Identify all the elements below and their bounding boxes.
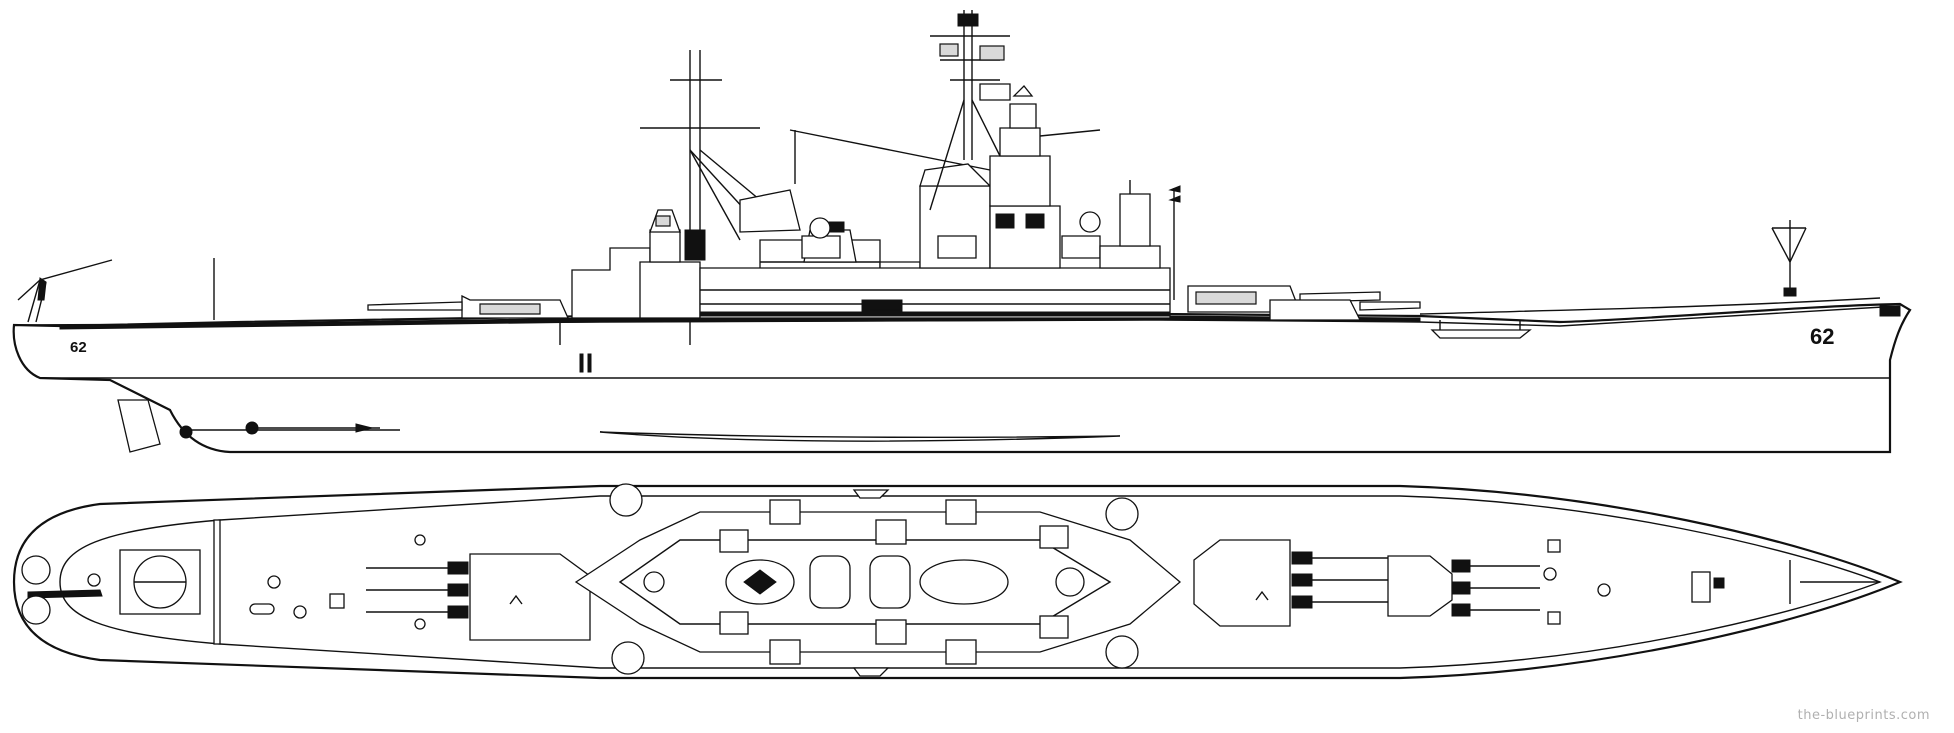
aft-main-turret-plan [366, 553, 591, 641]
gun-tub [609, 483, 643, 517]
gun-tub [611, 641, 645, 675]
deck-railing [1419, 297, 1881, 315]
bow-jackstaff [1771, 220, 1807, 297]
hull-number-stern: 62 [70, 339, 87, 356]
stern-appendages [117, 399, 400, 453]
forward-main-turret-2-plan [1193, 539, 1400, 627]
boat-support [1439, 320, 1521, 330]
stern-turntable [21, 519, 221, 645]
shaft-strut [355, 423, 373, 433]
gun-tub [1105, 635, 1139, 669]
secondary-mounts-plan [719, 499, 1069, 665]
deck-fittings [249, 534, 1561, 630]
draft-marks [579, 353, 592, 373]
hull-number-bow: 62 [1810, 324, 1834, 349]
forward-main-turret-1-plan [1387, 555, 1540, 617]
stern-aircraft-crane [17, 259, 113, 323]
plan-view [12, 483, 1903, 680]
forward-main-turret-1-side [1269, 299, 1421, 321]
boat-port [852, 489, 890, 499]
forward-tower-mast [929, 10, 1101, 211]
boat-starboard [852, 667, 890, 677]
motor-boat [1430, 329, 1532, 339]
anchor-chain [1879, 305, 1901, 317]
propeller [179, 425, 193, 439]
rudder [117, 399, 161, 453]
side-bilge-keel [599, 431, 1121, 442]
forward-superstructure [1099, 180, 1181, 300]
bow-fittings-plan [1543, 560, 1880, 604]
watermark: the-blueprints.com [1797, 708, 1930, 723]
aft-main-turret-side [367, 294, 570, 319]
gun-tub [1105, 497, 1139, 531]
side-profile-view: 62 62 [12, 10, 1912, 454]
midships-superstructure [699, 163, 1171, 319]
